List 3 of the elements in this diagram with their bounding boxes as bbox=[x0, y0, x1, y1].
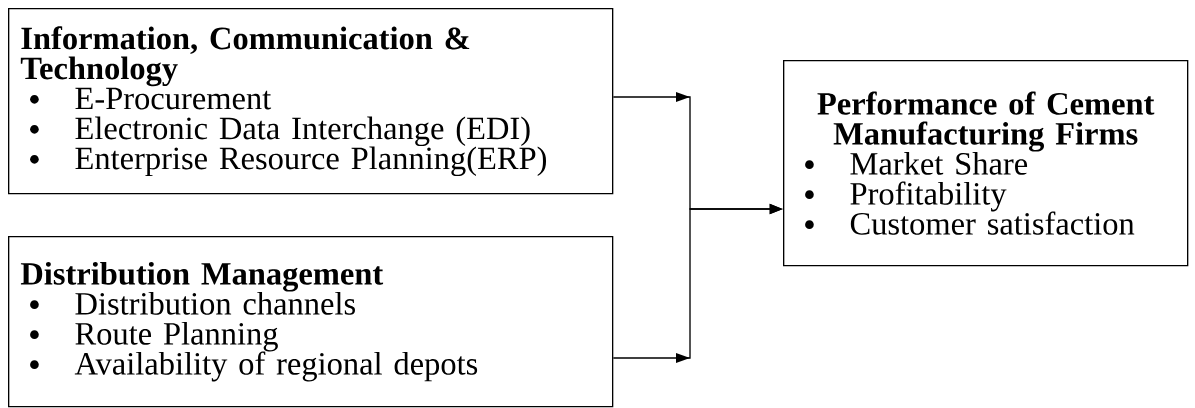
text-box: Distribution Management Distribution channels Route Planning Availability of regional depots bbox=[8, 236, 614, 408]
text-box: Performance of Cement Manufacturing Firms Market Share Profitability Customer satisfaction bbox=[783, 60, 1189, 267]
text-box: Information, Communication & Technology E-Procurement Electronic Data Interchange (EDI) Enterprise Resource Planning(ERP) bbox=[8, 8, 614, 195]
